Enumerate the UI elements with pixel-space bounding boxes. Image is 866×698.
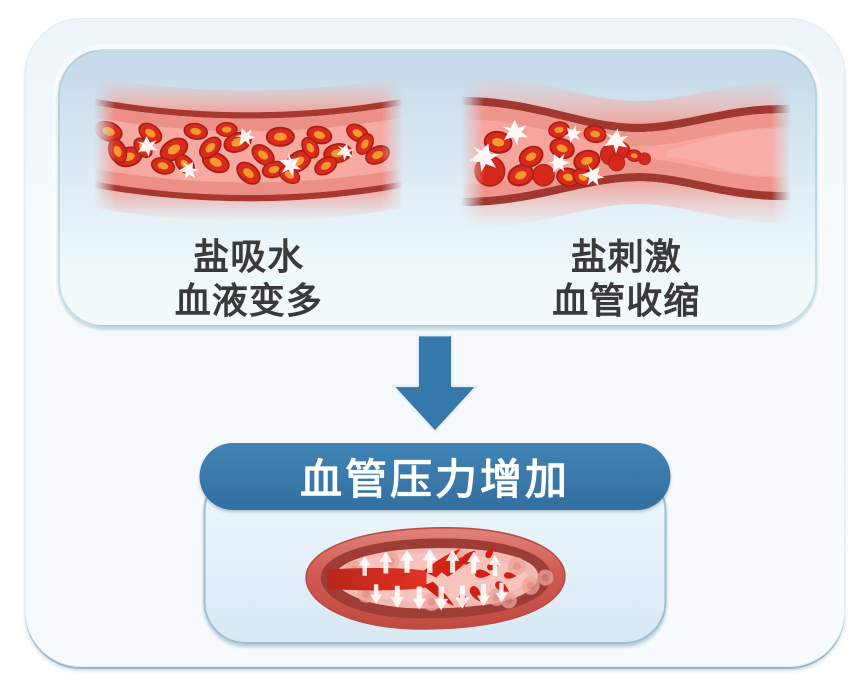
vessel-dilated-illustration xyxy=(81,65,416,235)
cause-label-line2: 血管收缩 xyxy=(552,280,701,321)
result-title: 血管压力增加 xyxy=(299,456,570,503)
cause-item-salt-absorbs-water: 盐吸水 血液变多 xyxy=(60,51,438,325)
cause-label-line1: 盐刺激 xyxy=(570,236,682,277)
cause-label-salt-stimulates: 盐刺激 血管收缩 xyxy=(552,235,700,323)
blood-vessel-full-icon xyxy=(91,76,404,222)
causes-panel: 盐吸水 血液变多 xyxy=(58,49,817,327)
cause-label-line1: 盐吸水 xyxy=(193,236,305,277)
vessel-constricted-illustration xyxy=(461,65,792,235)
cause-label-line2: 血液变多 xyxy=(174,280,323,321)
down-arrow-icon xyxy=(391,333,479,434)
cause-item-salt-stimulates: 盐刺激 血管收缩 xyxy=(438,51,816,325)
cause-label-salt-absorbs-water: 盐吸水 血液变多 xyxy=(175,235,323,323)
result-title-pill: 血管压力增加 xyxy=(199,443,671,510)
blood-vessel-pressure-icon xyxy=(304,527,566,630)
vessel-pressure-illustration xyxy=(287,519,583,642)
blood-vessel-constricted-icon xyxy=(461,73,792,229)
result-panel: 血管压力增加 xyxy=(197,443,674,644)
infographic-card: 盐吸水 血液变多 xyxy=(25,18,845,667)
